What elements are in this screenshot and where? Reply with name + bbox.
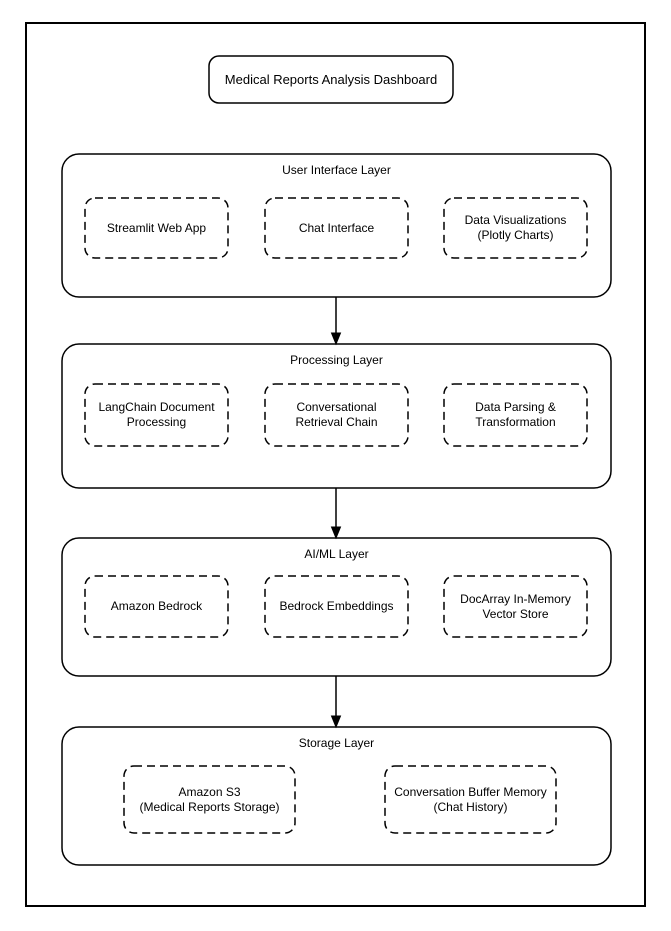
node-box-streamlit-web-app bbox=[84, 197, 229, 259]
node-box-langchain-document-processing bbox=[84, 383, 229, 447]
node-label-amazon-s3: Amazon S3 (Medical Reports Storage) bbox=[139, 784, 280, 814]
layer-title-processing: Processing Layer bbox=[290, 353, 383, 367]
layer-title-aiml: AI/ML Layer bbox=[304, 547, 369, 561]
diagram-title: Medical Reports Analysis Dashboard bbox=[224, 72, 438, 87]
node-box-amazon-s3 bbox=[123, 765, 296, 834]
node-box-conversation-buffer-memory bbox=[384, 765, 557, 834]
node-label-conversation-buffer-memory: Conversation Buffer Memory (Chat History… bbox=[394, 784, 547, 814]
node-label-amazon-bedrock: Amazon Bedrock bbox=[110, 599, 203, 613]
node-box-docarray-vector-store bbox=[443, 575, 588, 638]
node-label-data-parsing-transformation: Data Parsing & Transformation bbox=[475, 400, 556, 429]
layer-title-storage: Storage Layer bbox=[298, 736, 375, 750]
node-label-docarray-vector-store: DocArray In-Memory Vector Store bbox=[460, 591, 571, 621]
node-box-data-visualizations bbox=[443, 197, 588, 259]
arrow-user-interface-to-processing bbox=[330, 297, 342, 346]
node-box-data-parsing-transformation bbox=[443, 383, 588, 447]
node-box-bedrock-embeddings bbox=[264, 575, 409, 638]
node-label-bedrock-embeddings: Bedrock Embeddings bbox=[279, 599, 394, 613]
node-label-langchain-document-processing: LangChain Document Processing bbox=[98, 400, 215, 429]
node-label-conversational-retrieval-chain: Conversational Retrieval Chain bbox=[295, 400, 378, 429]
arrow-aiml-to-storage bbox=[330, 676, 342, 729]
node-box-chat-interface bbox=[264, 197, 409, 259]
node-label-streamlit-web-app: Streamlit Web App bbox=[106, 220, 207, 235]
node-box-conversational-retrieval-chain bbox=[264, 383, 409, 447]
layer-title-user-interface: User Interface Layer bbox=[282, 163, 391, 177]
outer-frame bbox=[25, 22, 646, 907]
title-box bbox=[208, 55, 454, 104]
node-label-data-visualizations: Data Visualizations (Plotly Charts) bbox=[464, 213, 567, 242]
arrow-processing-to-aiml bbox=[330, 488, 342, 540]
node-box-amazon-bedrock bbox=[84, 575, 229, 638]
node-label-chat-interface: Chat Interface bbox=[298, 220, 375, 235]
